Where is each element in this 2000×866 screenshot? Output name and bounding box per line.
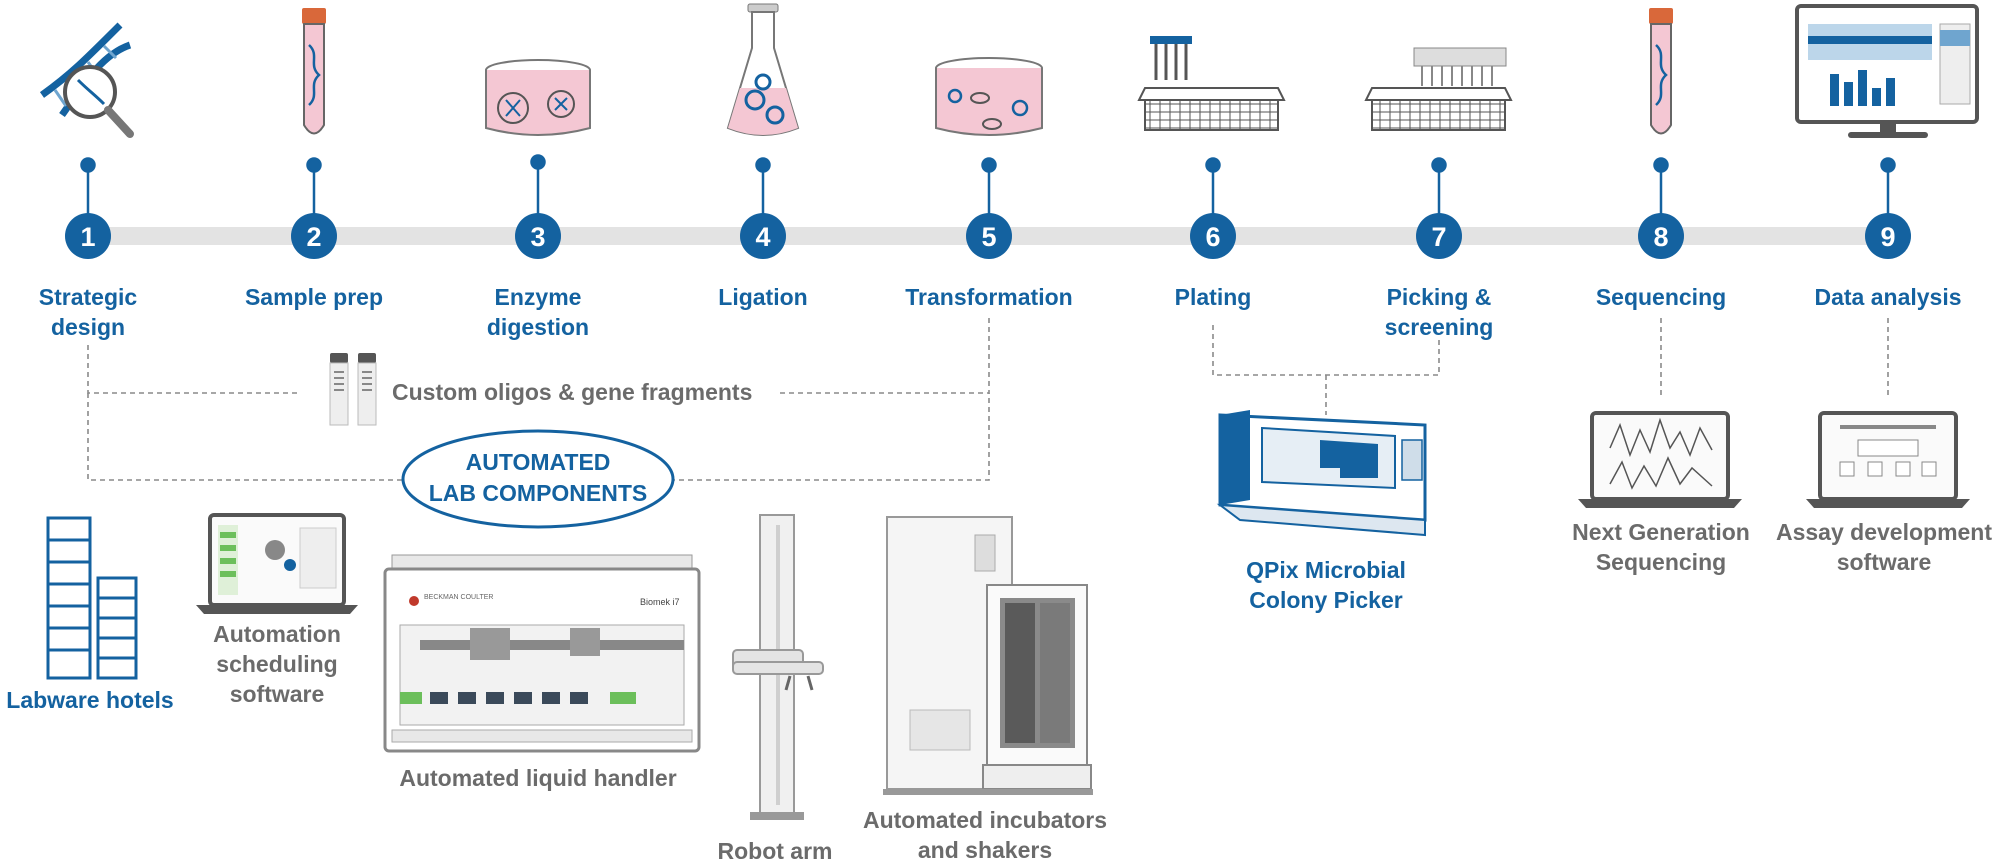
step-2-label: Sample prep bbox=[244, 284, 384, 310]
step-3-circle: 3 bbox=[515, 213, 561, 259]
svg-text:5: 5 bbox=[981, 222, 996, 252]
svg-text:3: 3 bbox=[530, 222, 545, 252]
svg-text:BECKMAN COULTER: BECKMAN COULTER bbox=[424, 594, 494, 601]
step-2-circle: 2 bbox=[291, 213, 337, 259]
oligo-tubes-icon bbox=[329, 353, 377, 426]
svg-text:9: 9 bbox=[1880, 222, 1895, 252]
svg-text:2: 2 bbox=[306, 222, 321, 252]
svg-text:Biomek i7: Biomek i7 bbox=[640, 597, 680, 607]
timeline-stems bbox=[80, 154, 1896, 218]
step-8-label: Sequencing bbox=[1595, 284, 1727, 310]
dashed-connectors bbox=[87, 318, 1889, 481]
petri-dish-icon bbox=[485, 59, 591, 136]
liquid-handler-label: Automated liquid handler bbox=[399, 765, 677, 791]
svg-text:8: 8 bbox=[1653, 222, 1668, 252]
oligos-label: Custom oligos & gene fragments bbox=[392, 379, 753, 405]
assay-laptop-icon bbox=[1806, 411, 1970, 508]
robot-arm-icon bbox=[732, 514, 824, 820]
labware-hotels-label: Labware hotels bbox=[6, 687, 174, 713]
ngs-laptop-icon bbox=[1578, 411, 1742, 508]
step-7-circle: 7 bbox=[1416, 213, 1462, 259]
colony-picking-icon bbox=[1364, 47, 1513, 131]
svg-text:6: 6 bbox=[1205, 222, 1220, 252]
step-4-circle: 4 bbox=[740, 213, 786, 259]
incubator-shaker-icon bbox=[883, 516, 1093, 795]
automated-badge-ellipse bbox=[401, 429, 675, 529]
step-8-circle: 8 bbox=[1638, 213, 1684, 259]
svg-text:4: 4 bbox=[755, 222, 770, 252]
erlenmeyer-flask-icon bbox=[726, 3, 800, 136]
svg-text:1: 1 bbox=[80, 222, 95, 252]
step-9-label: Data analysis bbox=[1814, 284, 1962, 310]
step-4-label: Ligation bbox=[718, 284, 808, 310]
step-5-label: Transformation bbox=[905, 284, 1073, 310]
step-7-label: Picking &screening bbox=[1384, 284, 1494, 340]
step-5-circle: 5 bbox=[966, 213, 1012, 259]
colony-picker-icon bbox=[1216, 410, 1427, 537]
liquid-handler-icon: BECKMAN COULTER Biomek i7 bbox=[383, 554, 701, 753]
step-9-circle: 9 bbox=[1865, 213, 1911, 259]
multichannel-plating-icon bbox=[1137, 36, 1286, 131]
step-6-circle: 6 bbox=[1190, 213, 1236, 259]
data-monitor-icon bbox=[1795, 4, 1979, 138]
dna-magnifier-icon bbox=[39, 22, 134, 138]
labware-hotels-icon bbox=[46, 516, 138, 680]
laptop-scheduler-icon bbox=[196, 513, 358, 614]
sequencing-tube-icon bbox=[1649, 8, 1673, 135]
step-1-circle: 1 bbox=[65, 213, 111, 259]
sample-tube-icon bbox=[302, 8, 326, 135]
svg-text:7: 7 bbox=[1431, 222, 1446, 252]
robot-arm-label: Robot arm bbox=[717, 838, 833, 864]
transformation-dish-icon bbox=[935, 57, 1043, 136]
step-6-label: Plating bbox=[1174, 284, 1252, 310]
